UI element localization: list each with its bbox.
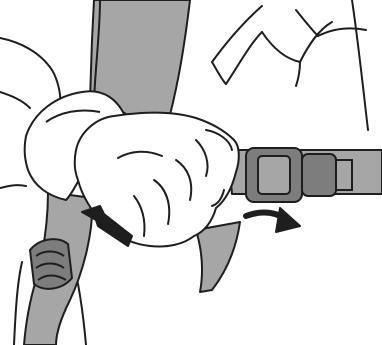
collar-lines (212, 0, 368, 130)
slide-adjuster-icon (30, 239, 72, 289)
hanging-strap (196, 222, 240, 292)
curved-right-arrow-icon (246, 208, 300, 232)
